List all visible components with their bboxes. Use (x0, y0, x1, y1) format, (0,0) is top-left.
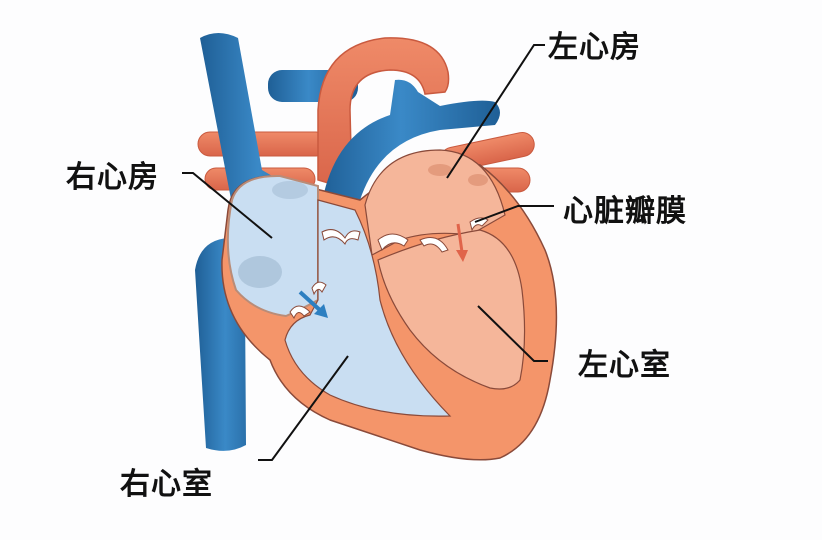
superior-vena-cava (200, 33, 330, 230)
leader-left-atrium (446, 44, 545, 179)
label-right-atrium: 右心房 (66, 160, 159, 195)
label-heart-valve: 心脏瓣膜 (563, 194, 687, 229)
right-ventricle (284, 199, 452, 417)
label-left-atrium: 左心房 (548, 30, 641, 65)
leader-lines (182, 44, 554, 461)
pulmonary-trunk (320, 79, 500, 225)
label-right-ventricle: 右心室 (120, 467, 213, 502)
leader-right-ventricle (258, 355, 349, 461)
left-atrium (364, 149, 506, 256)
leader-left-ventricle (477, 305, 548, 362)
label-left-ventricle: 左心室 (578, 348, 671, 383)
leader-heart-valve (474, 205, 554, 223)
heart-valves (289, 217, 489, 320)
blood-flow-arrow-blue (298, 290, 328, 318)
blood-flow-arrow-red (456, 223, 468, 262)
leader-right-atrium (182, 172, 273, 239)
left-ventricle (377, 229, 526, 390)
